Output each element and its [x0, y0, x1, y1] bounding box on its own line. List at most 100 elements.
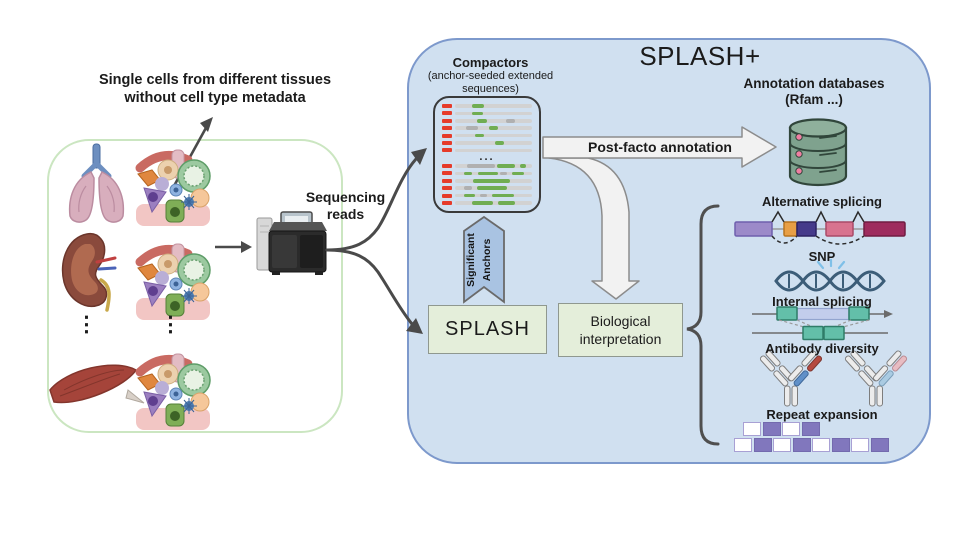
repeat-expansion-row	[743, 422, 821, 436]
repeat-cell	[773, 438, 791, 452]
sequence-segment	[488, 126, 499, 130]
compactor-row	[442, 200, 532, 206]
anchor-mark	[442, 200, 452, 205]
sequence-segment	[471, 104, 485, 108]
splash-box-label: SPLASH	[445, 318, 530, 340]
sequence-segment	[471, 201, 494, 205]
cell-cluster-icon	[136, 244, 210, 320]
snp-spark-icon	[816, 258, 846, 270]
sequence-segment	[498, 201, 516, 205]
biological-interpretation-box: Biological interpretation	[558, 303, 683, 357]
sequence-segment	[505, 119, 516, 123]
sequence-segment	[476, 186, 508, 190]
read-split-arrows	[325, 148, 427, 334]
snp-label: SNP	[808, 249, 836, 264]
compactor-row	[442, 163, 532, 169]
internal-splicing-diagram	[752, 306, 893, 341]
post-facto-label: Post-facto annotation	[588, 139, 732, 155]
sequence-segment	[464, 193, 475, 198]
anchor-mark	[442, 178, 452, 183]
anchor-mark	[442, 186, 452, 191]
repeat-cell	[734, 438, 752, 452]
repeat-cell	[831, 438, 850, 452]
muscle-icon	[49, 364, 145, 404]
repeat-cell	[762, 422, 781, 436]
compactor-row	[442, 140, 532, 146]
significant-anchors-line1: Significant	[465, 233, 477, 287]
significant-anchors-line2: Anchors	[480, 238, 493, 282]
significant-anchors-label: Significant Anchors	[464, 215, 504, 305]
sequence-bar	[455, 126, 532, 130]
lungs-icon	[68, 143, 125, 223]
cell-cluster-icon	[136, 354, 210, 430]
tissue-caption-line2: without cell type metadata	[124, 89, 306, 106]
sequence-segment	[491, 193, 514, 198]
anchor-mark	[442, 126, 452, 131]
sequence-bar	[455, 186, 532, 190]
database-icon	[788, 118, 848, 187]
repeat-expansion-row	[734, 438, 890, 452]
sequence-segment	[499, 171, 508, 176]
sequence-bar	[455, 141, 532, 145]
arrow-to-sequencer	[215, 241, 252, 253]
sequence-bar	[455, 133, 532, 138]
cell-cluster-icon	[136, 150, 210, 226]
annotation-db-label: Annotation databases (Rfam ...)	[724, 76, 904, 109]
anchor-mark	[442, 118, 452, 123]
sequence-segment	[496, 164, 516, 168]
sequence-segment	[464, 186, 472, 190]
anchor-mark	[442, 171, 452, 176]
sequencing-reads-label: Sequencing reads	[298, 189, 393, 223]
compactor-row	[442, 185, 532, 191]
post-facto-arrow	[542, 126, 777, 168]
compactor-rows: ...	[442, 103, 532, 206]
repeat-cell	[851, 438, 869, 452]
repeat-expansion-label: Repeat expansion	[766, 407, 878, 422]
sequence-bar	[455, 164, 532, 168]
post-facto-branch-arrow	[548, 157, 640, 300]
sequence-bar	[455, 193, 532, 198]
compactors-sublabel: (anchor-seeded extended sequences)	[427, 70, 554, 96]
sequence-segment	[473, 179, 511, 183]
repeat-cell	[743, 422, 761, 436]
anchor-mark	[442, 140, 452, 145]
kidney-icon	[61, 232, 117, 312]
sequencing-reads-line2: reads	[326, 206, 365, 223]
repeat-cell	[801, 422, 820, 436]
sequence-segment	[479, 193, 488, 198]
antibody-icon	[759, 350, 823, 407]
anchor-mark	[442, 148, 452, 153]
alternative-splicing-label: Alternative splicing	[762, 194, 882, 209]
compactor-row	[442, 193, 532, 199]
sequencing-reads-line1: Sequencing	[305, 189, 386, 205]
splash-plus-title: SPLASH+	[639, 41, 761, 71]
anchor-mark	[442, 133, 452, 138]
sequence-segment	[467, 164, 496, 168]
anchor-mark	[442, 193, 452, 198]
compactor-ellipsis: ...	[479, 150, 495, 163]
tissue-caption-line1: Single cells from different tissues	[98, 72, 332, 88]
internal-splicing-label: Internal splicing	[772, 294, 872, 309]
antibody-diversity-label: Antibody diversity	[765, 341, 879, 356]
sequence-segment	[519, 164, 526, 168]
repeat-cell	[792, 438, 811, 452]
anchor-mark	[442, 111, 452, 116]
sequence-segment	[475, 133, 485, 138]
findings-brace	[686, 204, 720, 446]
sequence-segment	[495, 141, 505, 145]
anchor-mark	[442, 164, 452, 168]
sequence-bar	[455, 201, 532, 205]
sequence-segment	[476, 119, 488, 123]
sequence-segment	[465, 126, 479, 130]
compactors-box: ...	[433, 96, 541, 213]
sequencer-icon	[256, 211, 327, 275]
sequence-bar	[455, 119, 532, 123]
more-clusters-ellipsis: ⋮	[160, 313, 181, 336]
sequence-segment	[471, 111, 483, 116]
compactor-row	[442, 125, 532, 131]
compactor-row	[442, 103, 532, 109]
repeat-cell	[753, 438, 772, 452]
more-tissues-ellipsis: ⋮	[76, 313, 97, 336]
